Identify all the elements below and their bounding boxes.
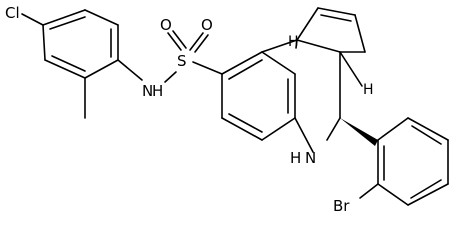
oxygen-left-label: O (160, 16, 172, 34)
br-bond (359, 183, 379, 199)
benzo-ring (221, 51, 296, 141)
wedge-bond (340, 118, 378, 146)
s-aryl-bond (192, 61, 223, 75)
structure-diagram: Cl N H S O O N H (5, 4, 449, 215)
cyclopentene-ring (296, 7, 366, 53)
bromophenyl-ring (377, 117, 449, 206)
cl-bond (21, 13, 44, 26)
piperidine-ring (261, 39, 341, 153)
stereo-h-top-bond (295, 39, 298, 49)
oxygen-right-label: O (201, 16, 213, 34)
sulfonamide-n-label: N (142, 82, 153, 100)
cl-atom-label: Cl (5, 4, 20, 22)
stereo-h-right-bond (339, 51, 363, 87)
ring-h-label: H (290, 149, 301, 167)
aryl-nh-bond (117, 59, 143, 81)
sulfonamide-h-label: H (152, 82, 163, 100)
nh-s-bond (164, 71, 177, 83)
chloromethylphenyl-ring (42, 9, 119, 79)
ring-n-label: N (305, 149, 316, 167)
stereo-h-top-label: H (288, 34, 299, 50)
sulfonyl-oxygens: O O (160, 16, 213, 53)
br-atom-label: Br (333, 197, 350, 215)
sulfur-label: S (177, 52, 187, 70)
stereo-h-right-label: H (363, 82, 374, 98)
molecule-svg: Cl N H S O O N H (5, 4, 449, 215)
